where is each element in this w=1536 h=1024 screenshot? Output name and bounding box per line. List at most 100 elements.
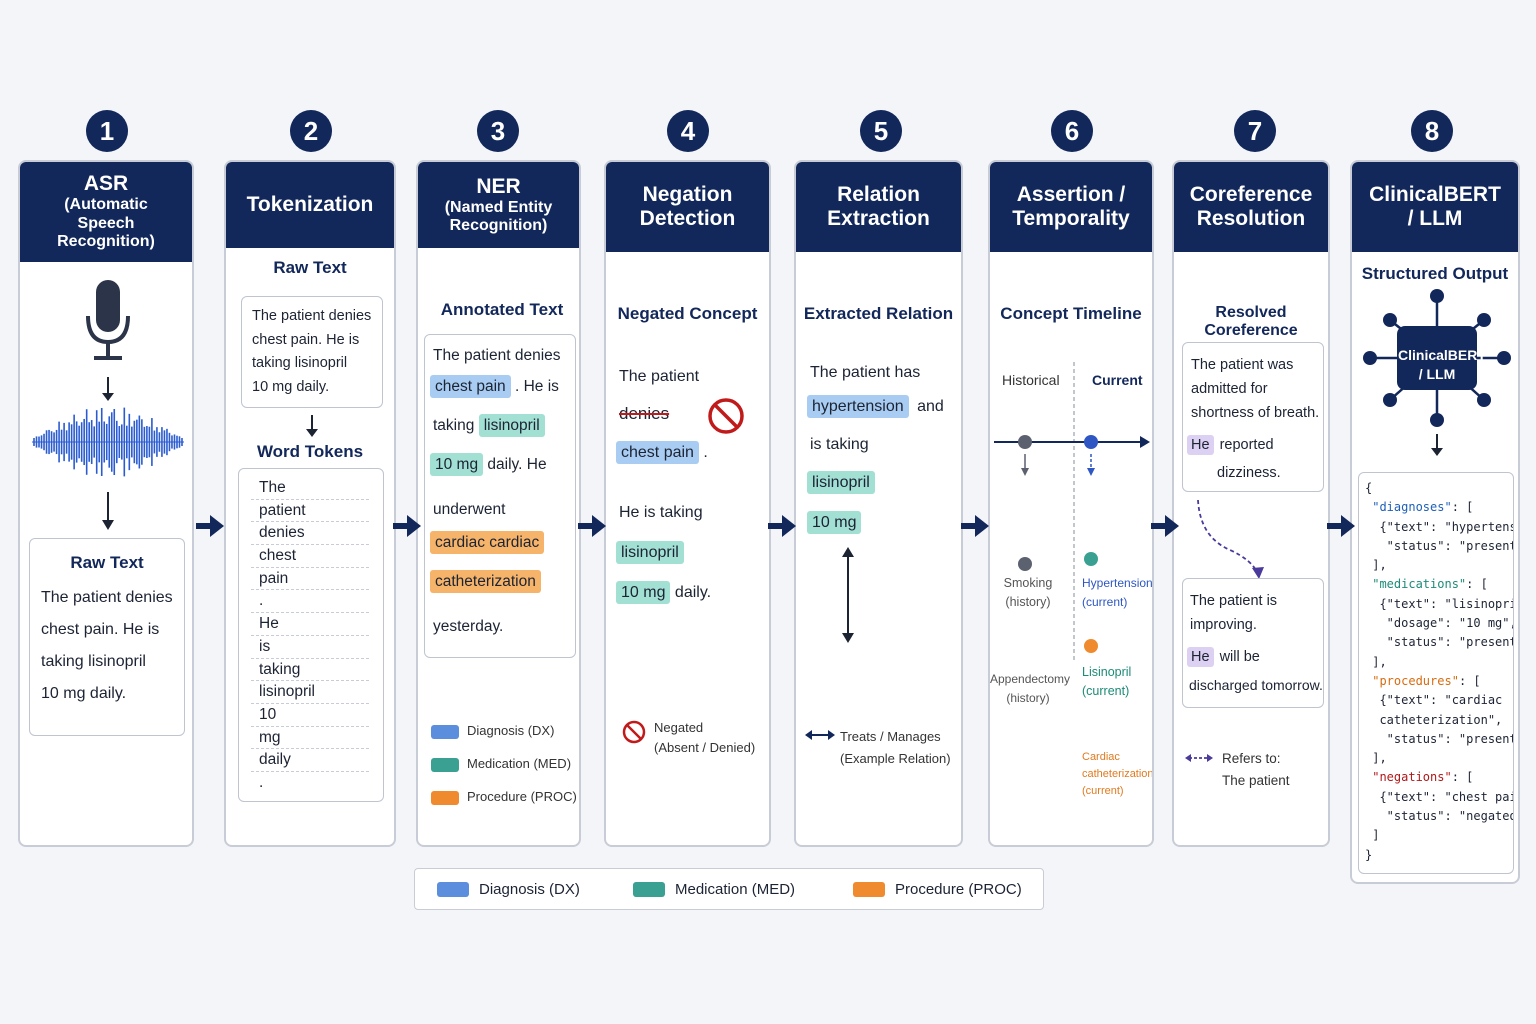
json-line: {"text": "lisinopril",: [1379, 596, 1513, 611]
panel-asr: ASR (Automatic Speech Recognition) Raw T…: [18, 160, 194, 847]
coref-text: improving.: [1190, 617, 1257, 633]
step-number-2: 2: [290, 110, 332, 152]
raw-text-line: The patient denies: [252, 308, 372, 324]
annotated-text: daily. He: [487, 456, 547, 473]
coref-mention-he: He: [1187, 435, 1214, 455]
legend-item-proc: Procedure (PROC): [853, 881, 1022, 898]
legend-swatch: [633, 882, 665, 898]
flow-arrow-icon: [961, 515, 989, 537]
timeline-item-name: Lisinopril: [1082, 665, 1132, 679]
json-line: ],: [1365, 654, 1387, 669]
annotated-text: taking: [433, 417, 475, 434]
panel-header-assertion: Assertion / Temporality: [990, 162, 1152, 252]
negation-legend-icon: [622, 720, 646, 744]
json-line: "status": "present"}: [1386, 731, 1513, 746]
annotated-text-box: The patient denies chest pain . He is ta…: [424, 334, 576, 658]
down-arrow-icon: [306, 415, 318, 437]
timeline-item-status: (current): [1082, 785, 1124, 797]
json-line: "status": "negated"}: [1386, 809, 1513, 824]
negated-concept-label: Negated Concept: [617, 304, 758, 323]
panel-assertion: Assertion / Temporality Concept Timeline…: [988, 160, 1154, 847]
step-number-3: 3: [477, 110, 519, 152]
negation-text: He is taking: [619, 504, 703, 521]
raw-text-box: The patient denies chest pain. He is tak…: [241, 296, 383, 408]
timeline-item-name: Smoking: [1003, 576, 1053, 590]
annotated-line: yesterday.: [433, 618, 504, 635]
step-number-6: 6: [1051, 110, 1093, 152]
token: patient: [251, 500, 369, 523]
panel-title: NER: [476, 174, 521, 198]
token: He: [251, 613, 369, 636]
timeline-graphic: [994, 362, 1150, 662]
entity-medication: 10 mg: [807, 511, 862, 534]
panel-relation: Relation Extraction Extracted Relation T…: [794, 160, 963, 847]
panel-title: ASR: [83, 172, 129, 196]
raw-text-line: chest pain. He is: [41, 621, 160, 638]
timeline-item-name: Hypertension: [1082, 576, 1153, 590]
legend-label: Negated: [654, 720, 704, 735]
coref-text: admitted for: [1191, 381, 1268, 397]
panel-title: Assertion / Temporality: [1012, 182, 1130, 230]
down-arrow-icon: [102, 492, 114, 530]
json-line: "medications": [: [1372, 577, 1488, 592]
word-tokens-label: Word Tokens: [256, 442, 364, 461]
annotated-text-label: Annotated Text: [440, 300, 564, 319]
flow-arrow-icon: [1327, 515, 1355, 537]
raw-text-label: Raw Text: [273, 258, 347, 277]
extracted-relation-label: Extracted Relation: [803, 304, 954, 323]
panel-title: Tokenization: [246, 192, 374, 216]
annotated-line: underwent: [433, 501, 506, 518]
token: chest: [251, 545, 369, 568]
annotated-text: . He is: [514, 378, 559, 395]
panel-header-llm: ClinicalBERT / LLM: [1352, 162, 1518, 252]
panel-title: Relation Extraction: [827, 182, 930, 230]
coref-text: reported: [1219, 437, 1274, 453]
token: is: [251, 636, 369, 659]
step-number-7: 7: [1234, 110, 1276, 152]
legend-item-med: Medication (MED): [431, 747, 577, 780]
flow-arrow-icon: [1151, 515, 1179, 537]
raw-text-line: 10 mg daily.: [252, 378, 330, 395]
current-label: Current: [1092, 372, 1143, 388]
panel-header-asr: ASR (Automatic Speech Recognition): [20, 162, 192, 262]
down-arrow-icon: [102, 377, 114, 401]
entity-medication: lisinopril: [478, 414, 545, 437]
flow-arrow-icon: [768, 515, 796, 537]
token: pain: [251, 568, 369, 591]
step-number-8: 8: [1411, 110, 1453, 152]
structured-output-label: Structured Output: [1361, 264, 1509, 283]
relation-text: is taking: [810, 436, 869, 453]
legend-item-med: Medication (MED): [633, 881, 795, 898]
resolved-coreference-label: Resolved Coreference: [1204, 304, 1298, 339]
historical-label: Historical: [1002, 372, 1060, 388]
legend-sublabel: The patient: [1222, 773, 1290, 788]
token: .: [251, 590, 369, 614]
audio-waveform-icon: [32, 407, 184, 477]
entity-diagnosis: hypertension: [807, 395, 909, 418]
legend-label: Procedure (PROC): [895, 880, 1022, 898]
legend-swatch: [431, 790, 459, 805]
panel-header-coreference: Coreference Resolution: [1174, 162, 1328, 252]
negated-entity: chest pain: [616, 441, 699, 464]
timeline-item-name: Cardiac catheterization: [1082, 751, 1154, 780]
negation-text: .: [703, 444, 708, 461]
llm-node-label: ClinicalBERT / LLM: [1398, 347, 1486, 382]
coref-text: The patient is: [1190, 593, 1278, 609]
coref-text: The patient was: [1191, 357, 1294, 373]
panel-header-negation: Negation Detection: [606, 162, 769, 252]
legend-label: Refers to:: [1222, 751, 1281, 766]
legend-label: Medication (MED): [467, 756, 572, 771]
timeline-item-status: (history): [1006, 691, 1050, 705]
coref-text: discharged tomorrow.: [1189, 677, 1323, 693]
coref-box-2: The patient is improving. He will be dis…: [1182, 578, 1324, 708]
raw-text-line: The patient denies: [41, 589, 173, 606]
panel-title: Negation Detection: [639, 182, 736, 230]
json-line: catheterization",: [1365, 712, 1503, 727]
legend-label: Treats / Manages: [840, 729, 941, 744]
step-number-5: 5: [860, 110, 902, 152]
json-line: {"text": "cardiac: [1365, 693, 1503, 708]
down-arrow-icon: [1431, 434, 1443, 456]
panel-coreference: Coreference Resolution Resolved Corefere…: [1172, 160, 1330, 847]
flow-arrow-icon: [393, 515, 421, 537]
raw-text-line: chest pain. He is: [252, 331, 360, 348]
